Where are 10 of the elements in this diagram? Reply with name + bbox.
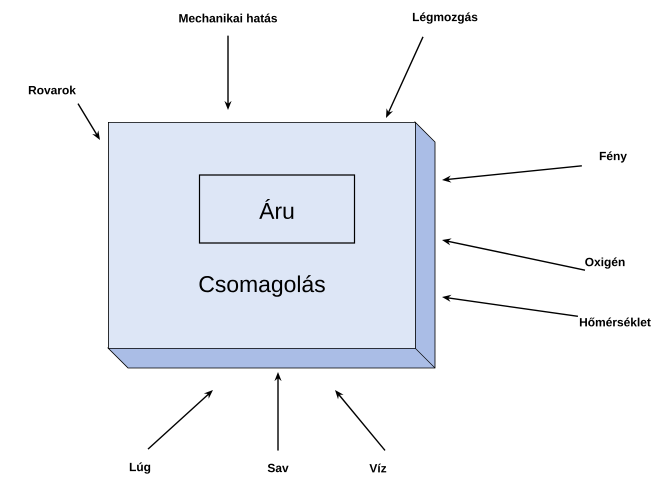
factor-label: Mechanikai hatás — [179, 14, 277, 22]
factor-label: Víz — [369, 464, 386, 472]
factor-label: Fény — [600, 151, 627, 163]
factor-label: Rovarok — [28, 86, 76, 94]
factor-label: Hőmérséklet — [580, 318, 651, 326]
factor-label: Oxigén — [585, 257, 625, 269]
factor-label: Lúg — [130, 462, 150, 474]
factor-label: Légmozgás — [412, 12, 478, 24]
item-box: Áru — [198, 174, 356, 244]
factor-label: Sav — [268, 464, 289, 472]
